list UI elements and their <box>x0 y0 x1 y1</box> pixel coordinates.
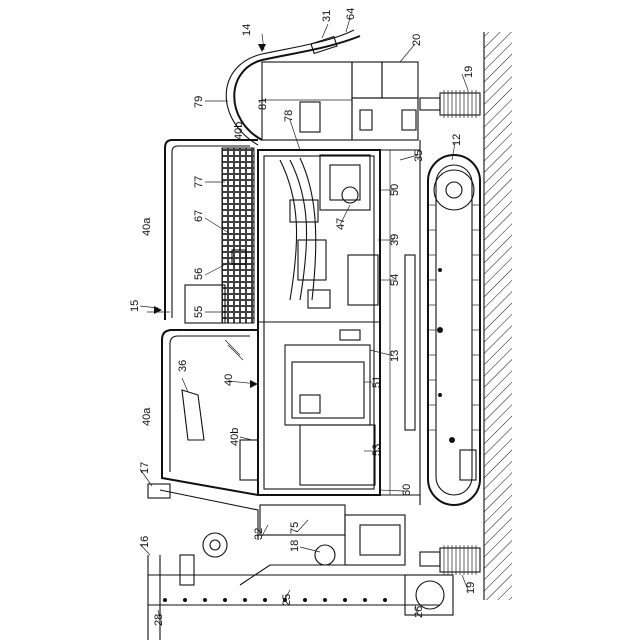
label-40a-top: 40a <box>141 217 153 236</box>
label-32: 32 <box>253 528 265 540</box>
label-19-top: 19 <box>463 66 475 78</box>
label-50: 50 <box>389 184 401 196</box>
bottom-jack <box>420 545 480 575</box>
label-40b-top: 40b <box>233 122 245 140</box>
label-56: 56 <box>193 268 205 280</box>
label-53: 53 <box>371 444 383 456</box>
label-18: 18 <box>289 540 301 552</box>
label-39: 39 <box>389 234 401 246</box>
label-36: 36 <box>177 360 189 372</box>
top-jack <box>420 90 480 118</box>
label-81: 81 <box>257 98 269 110</box>
label-16: 16 <box>139 536 151 548</box>
label-17: 17 <box>139 462 151 474</box>
label-78: 78 <box>283 110 295 122</box>
top-equipment <box>262 62 418 140</box>
label-79: 79 <box>193 96 205 108</box>
label-31: 31 <box>321 10 333 22</box>
label-19-bottom: 19 <box>465 582 477 594</box>
label-75: 75 <box>289 522 301 534</box>
label-54: 54 <box>389 274 401 286</box>
reference-labels: 14 31 64 20 19 79 81 40b 78 12 35 77 40a… <box>129 8 477 626</box>
label-55: 55 <box>193 306 205 318</box>
mast <box>148 555 440 640</box>
upper-compartment <box>280 155 378 308</box>
label-64: 64 <box>345 8 357 20</box>
label-67: 67 <box>193 210 205 222</box>
label-35: 35 <box>413 150 425 162</box>
label-13: 13 <box>389 350 401 362</box>
crawler-track <box>405 155 480 505</box>
operator-cab <box>162 140 258 495</box>
label-60: 60 <box>401 484 413 496</box>
label-26: 26 <box>413 606 425 618</box>
label-14: 14 <box>241 24 253 36</box>
label-20: 20 <box>411 34 423 46</box>
label-15: 15 <box>129 300 141 312</box>
ground-wall <box>484 32 512 600</box>
label-77: 77 <box>193 176 205 188</box>
leader-lines <box>140 18 468 618</box>
label-12: 12 <box>451 134 463 146</box>
label-47: 47 <box>335 218 347 230</box>
label-51: 51 <box>371 376 383 388</box>
label-28: 28 <box>153 614 165 626</box>
label-40a-bottom: 40a <box>141 407 153 426</box>
label-40b-bottom: 40b <box>229 428 241 446</box>
hose-arc <box>226 30 360 145</box>
lower-compartment <box>285 330 375 485</box>
label-25: 25 <box>281 594 293 606</box>
label-40: 40 <box>223 374 235 386</box>
